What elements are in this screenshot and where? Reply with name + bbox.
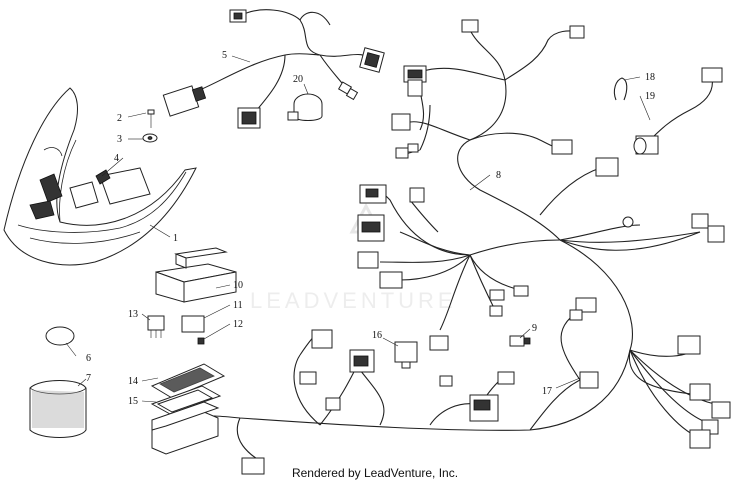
callout-15: 15 bbox=[128, 396, 138, 407]
callout-leaders bbox=[65, 55, 651, 403]
render-credit: Rendered by LeadVenture, Inc. bbox=[291, 466, 459, 480]
callout-11: 11 bbox=[233, 300, 243, 311]
micro-relay bbox=[147, 315, 165, 338]
watermark-logo: LEADVENTURE bbox=[250, 202, 457, 313]
callout-13: 13 bbox=[128, 309, 138, 320]
protective-sleeve bbox=[29, 380, 87, 438]
terminal-connector bbox=[509, 335, 531, 347]
headlight-cowl bbox=[3, 87, 197, 266]
callout-3: 3 bbox=[117, 134, 122, 145]
tie-strap bbox=[613, 77, 628, 101]
callout-19: 19 bbox=[645, 91, 655, 102]
callout-7: 7 bbox=[86, 373, 91, 384]
fuse-box-cover bbox=[155, 247, 237, 303]
junction-block bbox=[394, 341, 418, 369]
callout-20: 20 bbox=[293, 74, 303, 85]
flasher-module bbox=[287, 93, 323, 121]
callout-1: 1 bbox=[173, 233, 178, 244]
callout-10: 10 bbox=[233, 280, 243, 291]
bolt bbox=[147, 109, 155, 128]
callout-8: 8 bbox=[496, 170, 501, 181]
headlight-sub-harness bbox=[162, 9, 385, 129]
fuse-block bbox=[151, 401, 220, 455]
callout-labels: 1 2 3 4 5 6 7 8 9 10 11 12 13 14 15 16 1… bbox=[86, 50, 655, 407]
callout-17: 17 bbox=[542, 386, 552, 397]
fuse-label-decal bbox=[150, 363, 226, 399]
grommet-clip bbox=[142, 133, 158, 143]
accessory-harness bbox=[633, 67, 723, 155]
callout-2: 2 bbox=[117, 113, 122, 124]
callout-18: 18 bbox=[645, 72, 655, 83]
callout-14: 14 bbox=[128, 376, 138, 387]
mini-fuse bbox=[197, 337, 205, 345]
relay bbox=[181, 315, 205, 333]
callout-5: 5 bbox=[222, 50, 227, 61]
retainer-clip bbox=[95, 169, 111, 185]
main-wire-harness bbox=[199, 19, 731, 475]
callout-9: 9 bbox=[532, 323, 537, 334]
callout-12: 12 bbox=[233, 319, 243, 330]
watermark-text: LEADVENTURE bbox=[250, 288, 457, 313]
callout-4: 4 bbox=[114, 153, 119, 164]
fuse-block-gasket bbox=[150, 385, 222, 415]
callout-6: 6 bbox=[86, 353, 91, 364]
hose-clamp bbox=[45, 326, 75, 346]
callout-16: 16 bbox=[372, 330, 382, 341]
